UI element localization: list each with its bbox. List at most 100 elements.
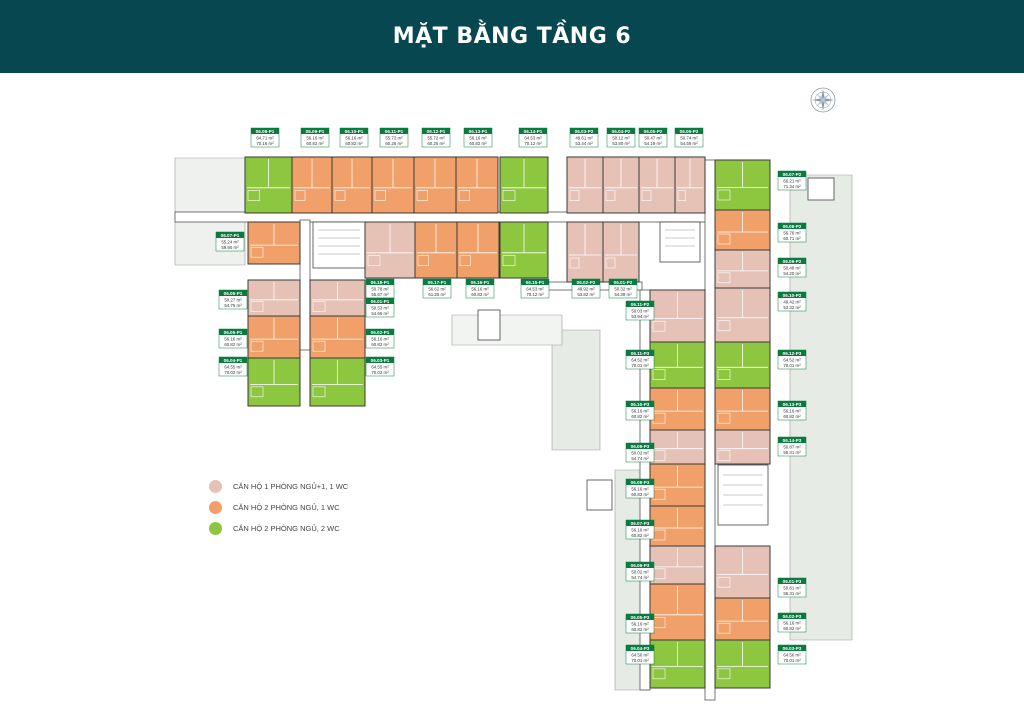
unit-area-total: 54.20 m² [783,271,801,276]
unit-code: 06.14-P3 [783,438,802,443]
unit-area-total: 61.25 m² [428,292,446,297]
unit-block [499,221,549,279]
unit-code: 06.09-P3 [631,444,650,449]
unit-code: 06.06-P1 [224,291,243,296]
unit-block [413,156,457,214]
unit-area-total: 54.59 m² [680,141,698,146]
unit-block [331,156,373,214]
unit-area-inner: 50.53 m² [371,306,389,311]
unit-block [649,639,706,689]
unit-code: 06.04-P1 [224,358,243,363]
unit-area-total: 54.74 m² [631,456,649,461]
unit-area-total: 60.82 m² [224,342,242,347]
legend-label: CĂN HỘ 2 PHÒNG NGỦ, 2 WC [233,524,340,533]
unit-block [674,156,706,214]
unit-code: 06.09-P2 [783,259,802,264]
unit-block [309,279,366,317]
unit-block [247,221,301,265]
unit-area-total: 59.90 m² [221,245,239,250]
unit-area-inner: 56.16 m² [631,409,649,414]
unit-code: 06.13-P3 [783,402,802,407]
unit-code: 06.07-P3 [631,521,650,526]
unit-area-inner: 56.16 m² [471,287,489,292]
unit-block [649,341,706,389]
unit-block [602,221,640,283]
unit-area-total: 70.01 m² [631,658,649,663]
unit-code: 06.09-P1 [306,129,325,134]
unit-block [602,156,640,214]
unit-area-total: 60.82 m² [631,533,649,538]
unit-area-inner: 64.52 m² [631,358,649,363]
unit-block [291,156,333,214]
unit-block [714,387,771,431]
unit-area-total: 70.01 m² [783,363,801,368]
unit-block [638,156,676,214]
unit-area-total: 54.66 m² [371,311,389,316]
legend-swatch [209,480,222,493]
unit-block [714,287,771,343]
unit-area-total: 60.71 m² [783,236,801,241]
unit-area-inner: 50.48 m² [783,266,801,271]
unit-code: 06.16-P1 [471,280,490,285]
unit-code: 06.02-P1 [371,330,390,335]
unit-area-inner: 56.16 m² [345,136,363,141]
unit-block [649,387,706,431]
unit-block [566,156,604,214]
unit-area-total: 54.19 m² [644,141,662,146]
unit-area-inner: 56.76 m² [783,231,801,236]
unit-area-inner: 56.16 m² [631,622,649,627]
unit-block [566,221,604,283]
unit-area-total: 60.82 m² [783,414,801,419]
unit-block [714,545,771,599]
unit-area-total: 54.39 m² [614,292,632,297]
unit-code: 06.01-P1 [371,299,390,304]
unit-area-inner: 49.61 m² [575,136,593,141]
unit-area-total: 53.44 m² [575,141,593,146]
unit-code: 06.07-P1 [221,233,240,238]
unit-block [714,597,771,641]
unit-code: 06.04-P2 [612,129,631,134]
stair-hatching [318,229,763,506]
unit-area-inner: 64.52 m² [783,358,801,363]
unit-code: 06.08-P2 [783,224,802,229]
unit-area-total: 54.75 m² [224,303,242,308]
unit-block [244,156,293,214]
unit-area-inner: 50.02 m² [631,570,649,575]
unit-code: 06.11-P3 [631,351,650,356]
unit-area-total: 54.74 m² [631,575,649,580]
unit-block [247,315,301,359]
unit-block [714,429,771,465]
unit-block [414,221,458,279]
unit-block [455,156,499,214]
unit-area-total: 70.01 m² [783,658,801,663]
unit-area-total: 60.26 m² [427,141,445,146]
unit-area-inner: 49.92 m² [577,287,595,292]
legend-item-two-bed-two-wc: CĂN HỘ 2 PHÒNG NGỦ, 2 WC [209,518,348,539]
legend-swatch [209,501,222,514]
unit-code: 06.02-P3 [783,614,802,619]
unit-area-inner: 56.16 m² [469,136,487,141]
unit-area-total: 53.80 m² [612,141,630,146]
unit-area-inner: 56.16 m² [783,409,801,414]
unit-area-total: 70.01 m² [631,363,649,368]
unit-code: 06.01-P2 [614,280,633,285]
unit-area-inner: 50.12 m² [612,136,630,141]
unit-area-total: 60.82 m² [631,492,649,497]
